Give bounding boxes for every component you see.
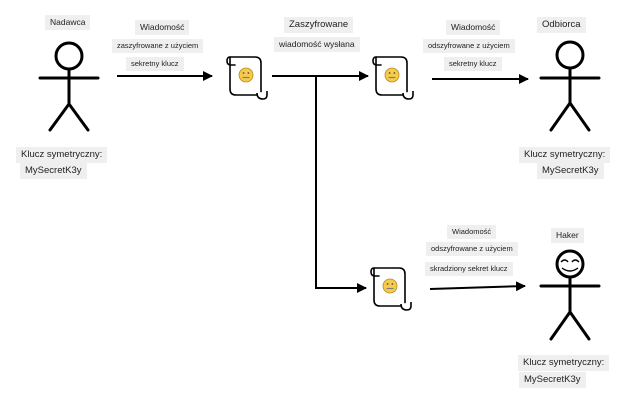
hacker-key-caption: Klucz symetryczny: xyxy=(518,355,610,371)
arrow-to-hacker xyxy=(429,281,526,292)
receiver-key-caption: Klucz symetryczny: xyxy=(519,147,611,163)
decrypt-step-title: Wiadomość xyxy=(446,20,501,35)
hacker-name-label: Haker xyxy=(551,228,584,243)
scroll-icon xyxy=(226,56,268,100)
scroll-icon xyxy=(370,267,412,311)
hacker-face-icon xyxy=(560,259,580,272)
sender-key-caption: Klucz symetryczny: xyxy=(16,147,108,163)
decrypt-step-key: sekretny klucz xyxy=(444,57,502,71)
hacker-figure-icon xyxy=(539,249,601,341)
encrypt-step-key: sekretny klucz xyxy=(126,57,184,71)
sender-key-value: MySecretK3y xyxy=(20,163,87,179)
decrypt-step-detail: odszyfrowane z użyciem xyxy=(423,39,515,53)
steal-step-key: skradziony sekret klucz xyxy=(425,262,513,276)
scroll-icon xyxy=(372,56,414,100)
receiver-name-label: Odbiorca xyxy=(537,17,586,33)
send-step-detail: wiadomość wysłana xyxy=(274,37,360,52)
hacker-key-value: MySecretK3y xyxy=(519,372,586,388)
sender-name-label: Nadawca xyxy=(45,15,91,30)
steal-step-detail: odszyfrowane z użyciem xyxy=(426,242,518,256)
connector-branch-to-hacker-path xyxy=(315,76,367,293)
steal-step-title: Wiadomość xyxy=(447,225,497,239)
zipper-mouth-face-icon xyxy=(238,67,254,83)
zipper-mouth-face-icon xyxy=(382,278,398,294)
encrypt-step-detail: zaszyfrowane z użyciem xyxy=(112,39,204,53)
receiver-figure-icon xyxy=(539,40,601,132)
send-step-title: Zaszyfrowane xyxy=(284,17,354,33)
receiver-key-value: MySecretK3y xyxy=(537,163,604,179)
zipper-mouth-face-icon xyxy=(384,67,400,83)
encrypt-step-title: Wiadomość xyxy=(135,20,190,35)
sender-figure-icon xyxy=(38,41,100,132)
